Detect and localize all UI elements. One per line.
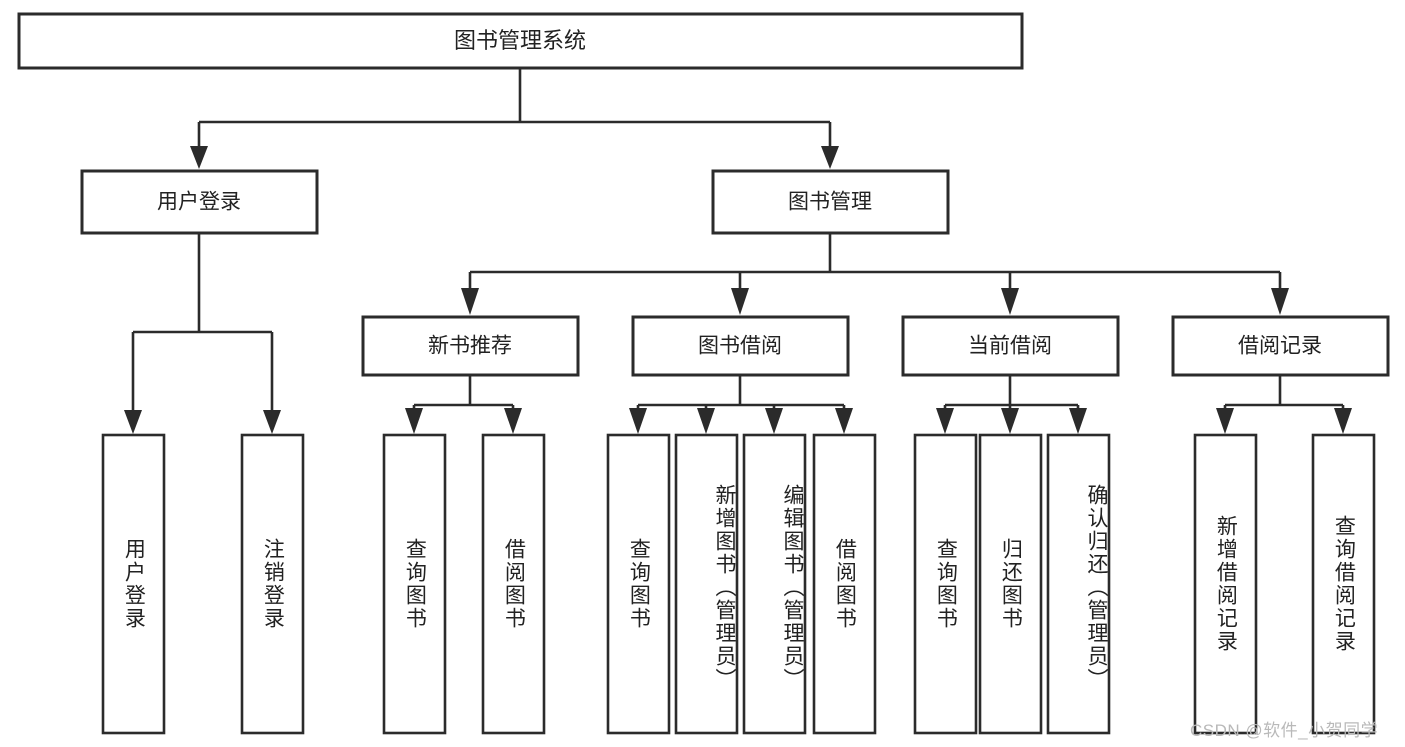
arrowhead-leaf-confirm-return bbox=[1069, 408, 1087, 434]
leaf-return-book-box[interactable] bbox=[978, 433, 1043, 735]
leaf-edit-book-box[interactable] bbox=[742, 433, 807, 735]
arrowhead-leaf-query-record bbox=[1334, 408, 1352, 434]
node-user-login-box[interactable] bbox=[80, 169, 319, 235]
node-current-borrow[interactable]: 当前借阅 bbox=[901, 315, 1120, 377]
arrowhead-current-borrow bbox=[1001, 288, 1019, 315]
node-current-borrow-box[interactable] bbox=[901, 315, 1120, 377]
node-book-manage-label: 图书管理 bbox=[788, 191, 872, 214]
node-user-login-label: 用户登录 bbox=[157, 191, 241, 214]
node-book-borrow-label: 图书借阅 bbox=[698, 335, 782, 358]
arrowhead-leaf-borrow-book-2 bbox=[835, 408, 853, 434]
connector-group bbox=[124, 68, 1352, 434]
arrowhead-leaf-query-book-1 bbox=[405, 408, 423, 434]
arrowhead-book-manage bbox=[821, 146, 839, 169]
node-new-book-rec[interactable]: 新书推荐 bbox=[361, 315, 580, 377]
node-new-book-rec-label: 新书推荐 bbox=[428, 335, 512, 358]
arrowhead-leaf-query-book-3 bbox=[936, 408, 954, 434]
node-book-manage-box[interactable] bbox=[711, 169, 950, 235]
leaf-borrow-book-2-box[interactable] bbox=[812, 433, 877, 735]
node-book-borrow[interactable]: 图书借阅 bbox=[631, 315, 850, 377]
arrowhead-leaf-add-book bbox=[697, 408, 715, 434]
arrowhead-leaf-borrow-book-1 bbox=[504, 408, 522, 434]
arrowhead-leaf-user-login bbox=[124, 410, 142, 434]
node-borrow-record-box[interactable] bbox=[1171, 315, 1390, 377]
leaf-query-book-2-box[interactable] bbox=[606, 433, 671, 735]
node-book-borrow-box[interactable] bbox=[631, 315, 850, 377]
csdn-watermark: CSDN @软件_小贺同学 bbox=[1190, 721, 1379, 740]
node-root-label: 图书管理系统 bbox=[454, 28, 586, 53]
node-root[interactable]: 图书管理系统 bbox=[17, 12, 1024, 70]
leaf-query-record-box[interactable] bbox=[1311, 433, 1376, 735]
leaf-query-book-1-box[interactable] bbox=[382, 433, 447, 735]
arrowhead-leaf-return-book bbox=[1001, 408, 1019, 434]
node-user-login[interactable]: 用户登录 bbox=[80, 169, 319, 235]
leaf-borrow-book-1-box[interactable] bbox=[481, 433, 546, 735]
arrowhead-book-borrow bbox=[731, 288, 749, 315]
node-borrow-record-label: 借阅记录 bbox=[1238, 335, 1322, 358]
arrowhead-leaf-add-record bbox=[1216, 408, 1234, 434]
leaf-query-book-3-box[interactable] bbox=[913, 433, 978, 735]
leaf-add-record-box[interactable] bbox=[1193, 433, 1258, 735]
leaf-user-login-box[interactable] bbox=[101, 433, 166, 735]
leaf-box-group bbox=[101, 433, 1376, 735]
node-book-manage[interactable]: 图书管理 bbox=[711, 169, 950, 235]
node-root-box[interactable] bbox=[17, 12, 1024, 70]
leaf-logout-login-box[interactable] bbox=[240, 433, 305, 735]
arrowhead-leaf-edit-book bbox=[765, 408, 783, 434]
leaf-add-book-box[interactable] bbox=[674, 433, 739, 735]
node-borrow-record[interactable]: 借阅记录 bbox=[1171, 315, 1390, 377]
arrowhead-leaf-query-book-2 bbox=[629, 408, 647, 434]
arrowhead-new-book-rec bbox=[461, 288, 479, 315]
node-new-book-rec-box[interactable] bbox=[361, 315, 580, 377]
arrowhead-leaf-logout-login bbox=[263, 410, 281, 434]
arrowhead-user-login bbox=[190, 146, 208, 169]
arrowhead-borrow-record bbox=[1271, 288, 1289, 315]
node-current-borrow-label: 当前借阅 bbox=[968, 335, 1052, 358]
leaf-confirm-return-box[interactable] bbox=[1046, 433, 1111, 735]
